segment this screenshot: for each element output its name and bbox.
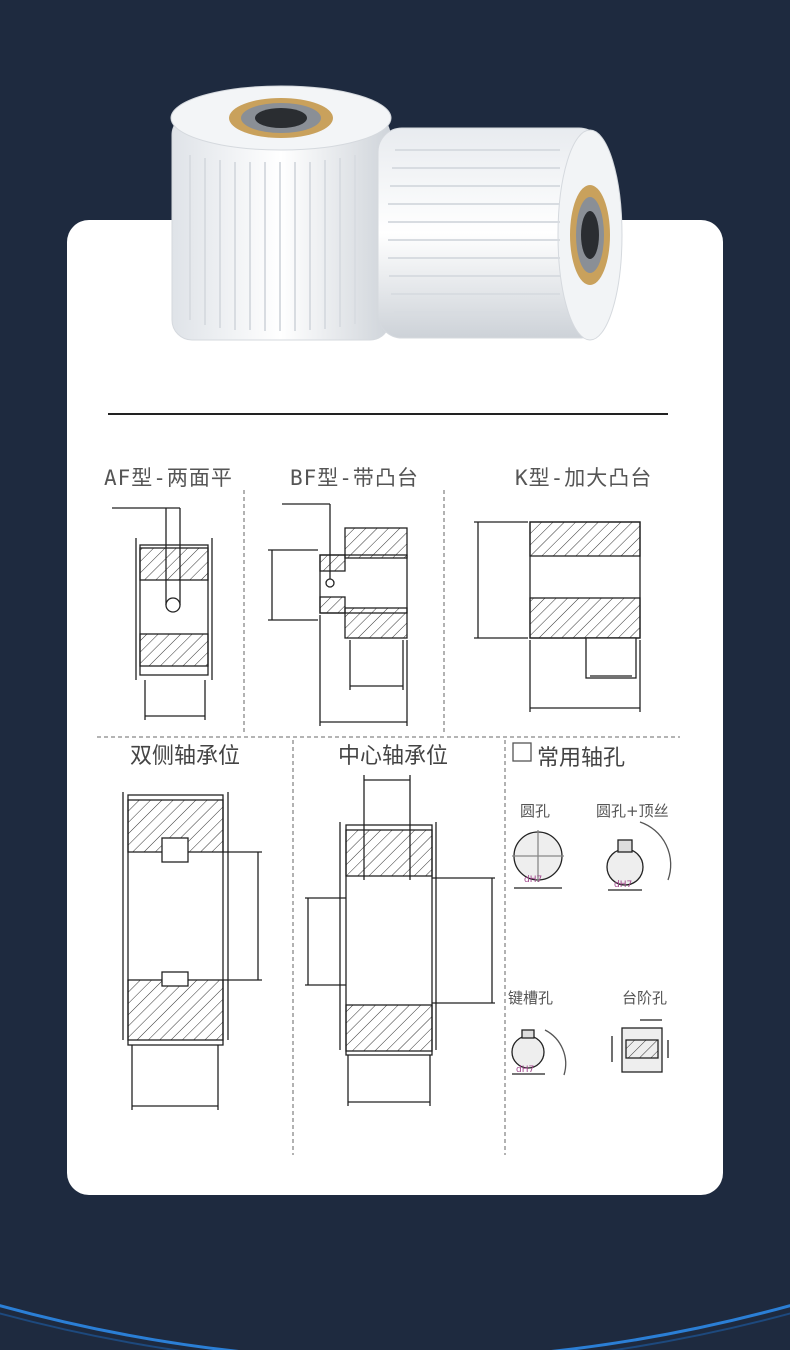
bf-type-label: BF型-带凸台: [290, 466, 419, 490]
hole-round-drawing: [512, 830, 564, 889]
left-pulley: [170, 85, 392, 341]
holes-title: 常用轴孔: [537, 746, 626, 771]
dim-label-keyway: dH7: [516, 1065, 535, 1075]
holes-title-box: [512, 742, 532, 762]
center-bearing-label: 中心轴承位: [338, 744, 449, 769]
hole-round-label: 圆孔: [520, 802, 551, 820]
hole-round-screw-label: 圆孔+顶丝: [596, 802, 669, 820]
af-type-drawing: [112, 507, 213, 720]
hole-stepped-drawing: [611, 1019, 669, 1073]
double-bearing-label: 双侧轴承位: [130, 744, 241, 769]
hole-stepped-label: 台阶孔: [622, 989, 668, 1007]
bf-type-drawing: [268, 503, 408, 726]
dim-label-round-screw: dH7: [614, 880, 633, 890]
center-bearing-drawing: [305, 775, 495, 1106]
hole-round-screw-drawing: [606, 821, 672, 891]
k-type-label: K型-加大凸台: [515, 466, 653, 490]
hole-keyway-drawing: [511, 1029, 567, 1076]
k-type-drawing: [474, 521, 641, 712]
hole-keyway-label: 键槽孔: [508, 989, 554, 1007]
af-type-label: AF型-两面平: [104, 466, 233, 490]
pulley-product-image: [170, 85, 623, 341]
dim-label-round: dH7: [524, 875, 543, 885]
right-pulley: [377, 127, 623, 341]
double-bearing-drawing: [122, 792, 262, 1110]
